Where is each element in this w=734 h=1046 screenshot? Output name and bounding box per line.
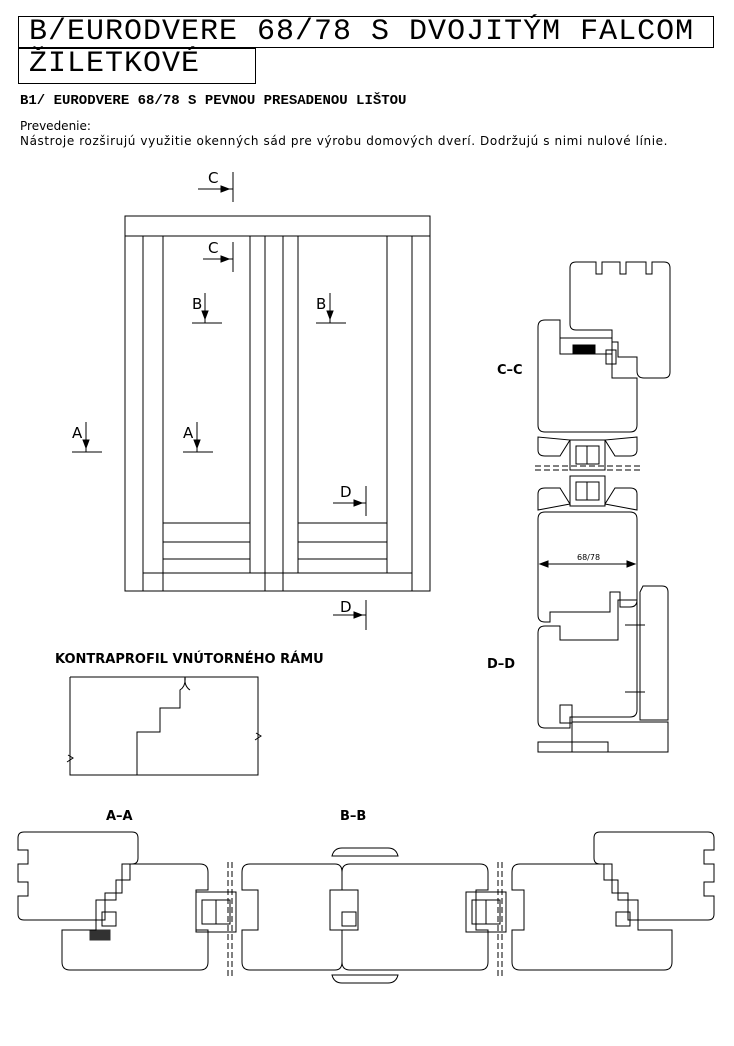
section-mark-c-top: C: [198, 169, 234, 202]
label-d-inner: D: [340, 483, 352, 501]
vertical-section: C–C D–D 68/78: [487, 261, 671, 753]
horizontal-section: A–A B–B: [17, 809, 715, 984]
section-mark-b-left: B: [192, 293, 222, 324]
label-section-cc: C–C: [497, 363, 523, 378]
label-section-bb: B–B: [340, 809, 366, 824]
label-section-aa: A–A: [106, 809, 133, 824]
label-d-bottom: D: [340, 598, 352, 616]
label-a-outer: A: [72, 424, 83, 442]
label-a-inner: A: [183, 424, 194, 442]
prevedenie-text: Nástroje rozširujú využitie okenných sád…: [20, 134, 669, 148]
main-title: B/EURODVERE 68/78 S DVOJITÝM FALCOM: [18, 16, 714, 48]
section-mark-d-bottom: D: [333, 598, 367, 630]
section-mark-c-inner: C: [203, 239, 234, 272]
label-c-inner: C: [208, 239, 218, 257]
prevedenie-label: Prevedenie:: [20, 119, 91, 133]
section-mark-b-right: B: [316, 293, 346, 324]
label-b-left: B: [192, 295, 202, 313]
subtitle: B1/ EURODVERE 68/78 S PEVNOU PRESADENOU …: [20, 93, 407, 109]
section-mark-d-inner: D: [333, 483, 367, 516]
main-title-continued: ŽILETKOVÉ: [18, 48, 256, 84]
label-section-dd: D–D: [487, 657, 515, 672]
kontraprofil-drawing: KONTRAPROFIL VNÚTORNÉHO RÁMU: [55, 651, 324, 776]
dimension-label: 68/78: [577, 553, 600, 562]
label-c-top: C: [208, 169, 218, 187]
kontraprofil-label: KONTRAPROFIL VNÚTORNÉHO RÁMU: [55, 651, 324, 667]
section-mark-a-inner: A: [183, 422, 213, 453]
label-b-right: B: [316, 295, 326, 313]
section-mark-a-outer: A: [72, 422, 102, 453]
door-elevation: C C B B A A D: [72, 169, 431, 630]
outer-frame: [124, 215, 431, 592]
